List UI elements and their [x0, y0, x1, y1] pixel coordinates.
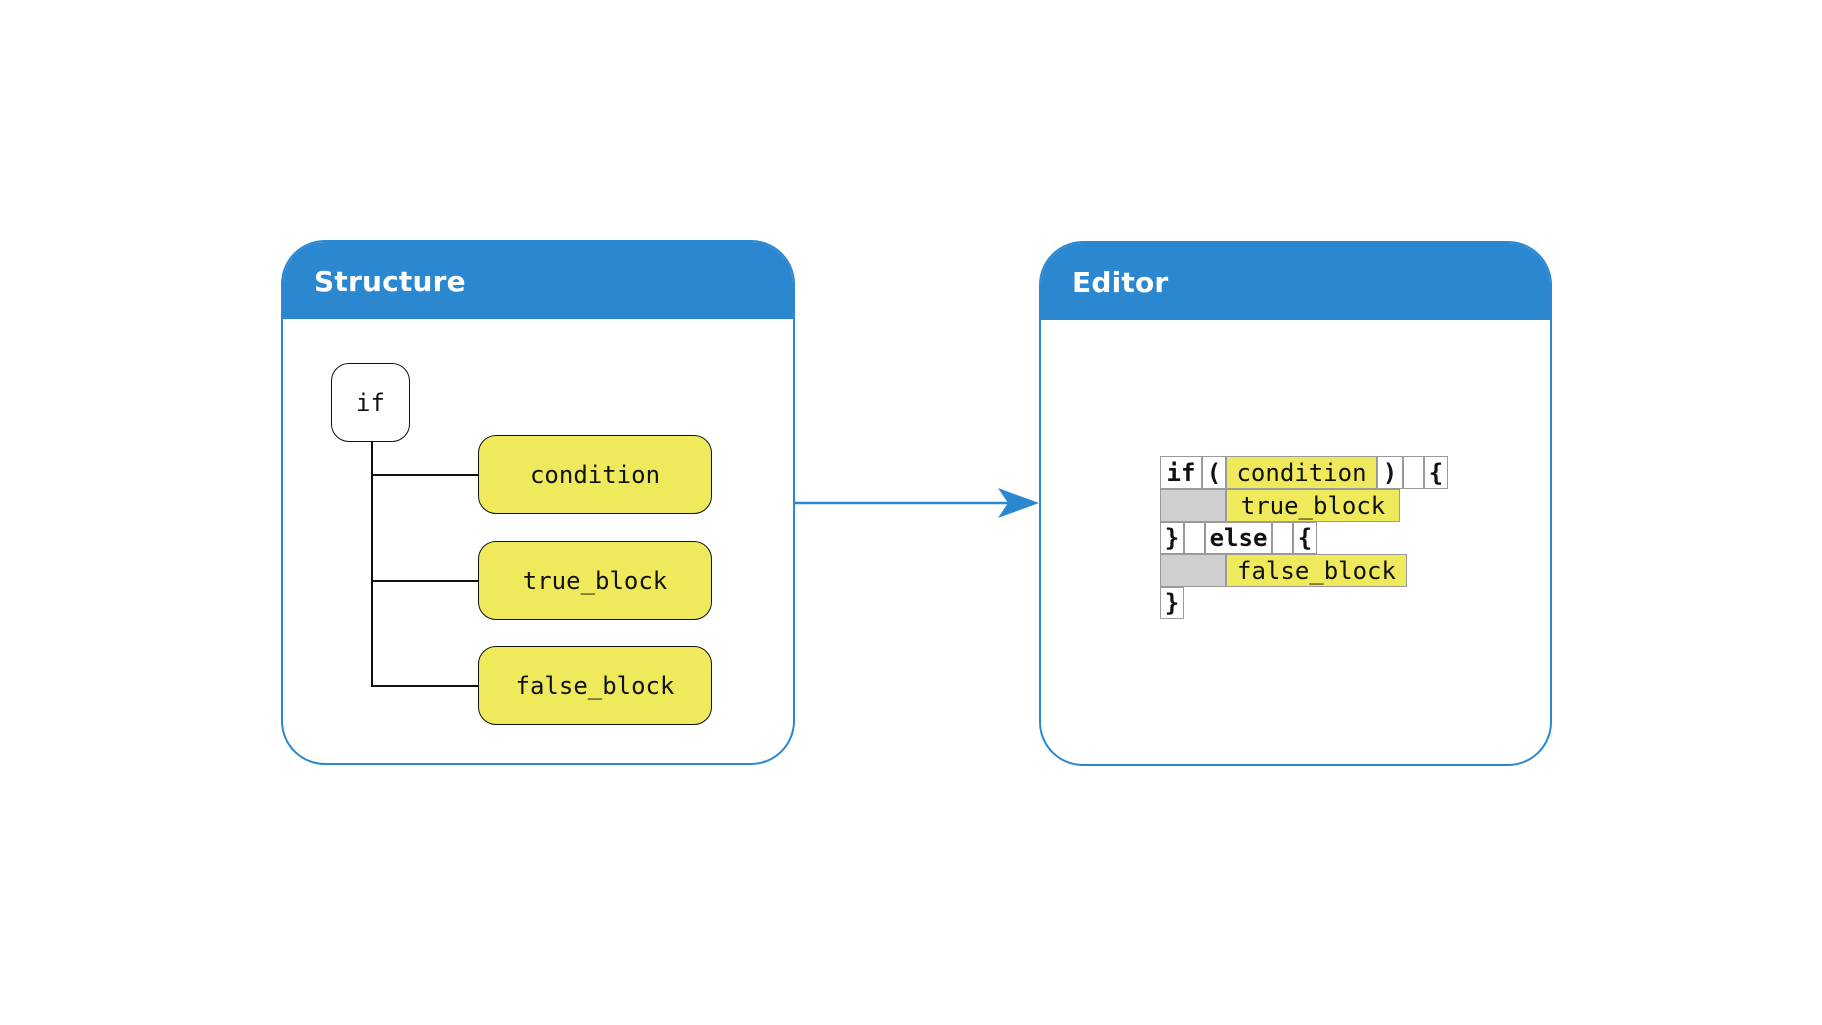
condition-slot[interactable]: condition — [1226, 456, 1377, 489]
structure-panel-header: Structure — [283, 242, 793, 319]
close-brace-token[interactable]: } — [1160, 587, 1184, 619]
open-paren-token[interactable]: ( — [1202, 456, 1226, 489]
editor-panel-title: Editor — [1072, 266, 1169, 299]
indent-token — [1160, 489, 1226, 522]
true-block-slot[interactable]: true_block — [1226, 489, 1400, 522]
space-token — [1403, 456, 1424, 489]
close-brace-token[interactable]: } — [1160, 522, 1184, 554]
false-block-slot[interactable]: false_block — [1226, 554, 1407, 587]
indent-token — [1160, 554, 1226, 587]
space-token — [1184, 522, 1205, 554]
close-paren-token[interactable]: ) — [1377, 456, 1403, 489]
condition-node: condition — [478, 435, 712, 514]
true-block-node: true_block — [478, 541, 712, 620]
structure-panel: Structure if condition true_block false_… — [281, 240, 795, 765]
if-keyword-token[interactable]: if — [1160, 456, 1202, 489]
false-block-node: false_block — [478, 646, 712, 725]
tree-branch-true-block — [371, 580, 478, 582]
tree-branch-false-block — [371, 685, 478, 687]
editor-panel-header: Editor — [1041, 243, 1550, 320]
tree-trunk-line — [371, 442, 373, 686]
code-editor: if ( condition ) { true_block } else { f… — [1041, 243, 1550, 764]
open-brace-token[interactable]: { — [1293, 522, 1317, 554]
open-brace-token[interactable]: { — [1424, 456, 1448, 489]
structure-panel-title: Structure — [314, 265, 466, 298]
tree-branch-condition — [371, 474, 478, 476]
if-node: if — [331, 363, 410, 442]
else-keyword-token[interactable]: else — [1205, 522, 1272, 554]
space-token — [1272, 522, 1293, 554]
editor-panel: Editor if ( condition ) { true_block } e… — [1039, 241, 1552, 766]
